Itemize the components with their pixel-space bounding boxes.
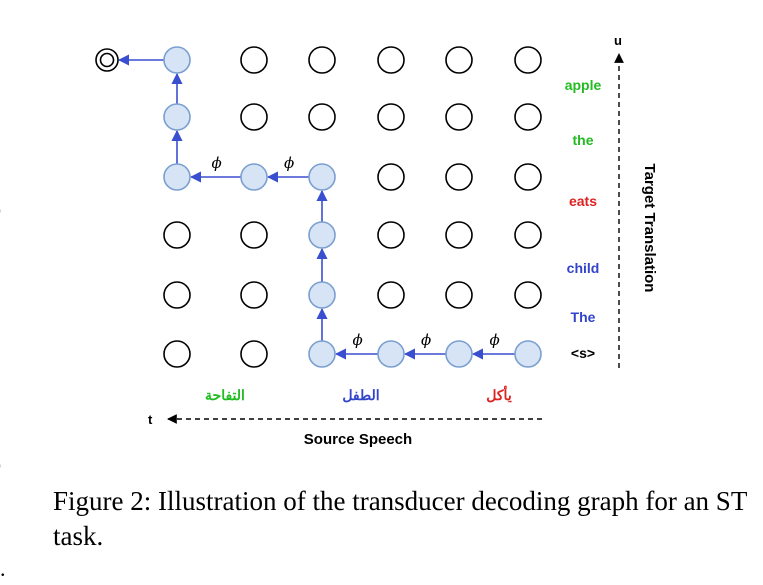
path-node (163, 163, 191, 191)
path-node (377, 340, 405, 368)
grid-node (377, 103, 405, 131)
path-node (308, 340, 336, 368)
target-token: apple (565, 77, 602, 93)
target-axis: u Target Translation (614, 33, 658, 368)
grid-node (308, 46, 336, 74)
edge-mark-2: ) (0, 453, 2, 477)
path-node (445, 340, 473, 368)
grid-node (377, 163, 405, 191)
grid-node (445, 163, 473, 191)
edge-mark-3: . (0, 556, 6, 581)
path-node (308, 221, 336, 249)
blank-edge-label: ϕ (353, 331, 363, 349)
target-token: the (573, 132, 594, 148)
grid-node (308, 103, 336, 131)
grid-node (514, 46, 542, 74)
path-node (163, 103, 191, 131)
figure-caption: Figure 2: Illustration of the transducer… (53, 486, 747, 551)
transducer-decoding-graph: ) ) u Target Translation t Source Speech… (0, 33, 658, 477)
decoding-path-edges (117, 54, 515, 360)
source-axis-letter: t (148, 412, 153, 427)
path-node (514, 340, 542, 368)
source-token: الطفل (342, 387, 379, 403)
blank-edge-label: ϕ (284, 154, 294, 172)
final-state-inner (99, 52, 115, 68)
source-axis-title: Source Speech (304, 431, 412, 448)
grid-node (163, 221, 191, 249)
target-token: The (571, 309, 596, 325)
path-node (163, 46, 191, 74)
grid-node (240, 46, 268, 74)
target-token: child (567, 260, 600, 276)
grid-node (240, 221, 268, 249)
grid-node (240, 103, 268, 131)
grid-node (445, 281, 473, 309)
grid-node (163, 281, 191, 309)
grid-node (163, 340, 191, 368)
grid-node (377, 46, 405, 74)
target-token: eats (569, 193, 597, 209)
grid-node (240, 281, 268, 309)
blank-edge-label: ϕ (421, 331, 431, 349)
decoding-path-nodes (95, 46, 542, 368)
grid-node (514, 103, 542, 131)
grid-node (514, 281, 542, 309)
grid-node (514, 163, 542, 191)
target-axis-title: Target Translation (641, 164, 658, 293)
lattice-grid (163, 46, 542, 368)
target-axis-letter: u (614, 33, 622, 48)
blank-edge-label: ϕ (490, 331, 500, 349)
path-node (240, 163, 268, 191)
source-axis: t Source Speech (148, 412, 542, 448)
path-node (308, 281, 336, 309)
source-token: يأكل (486, 385, 512, 403)
grid-node (377, 221, 405, 249)
grid-node (514, 221, 542, 249)
grid-node (240, 340, 268, 368)
source-token: التفاحة (205, 387, 245, 403)
grid-node (377, 281, 405, 309)
target-token: <s> (571, 345, 595, 361)
edge-mark-1: ) (0, 198, 2, 222)
grid-node (445, 103, 473, 131)
path-node (308, 163, 336, 191)
grid-node (445, 221, 473, 249)
blank-edge-label: ϕ (212, 154, 222, 172)
grid-node (445, 46, 473, 74)
